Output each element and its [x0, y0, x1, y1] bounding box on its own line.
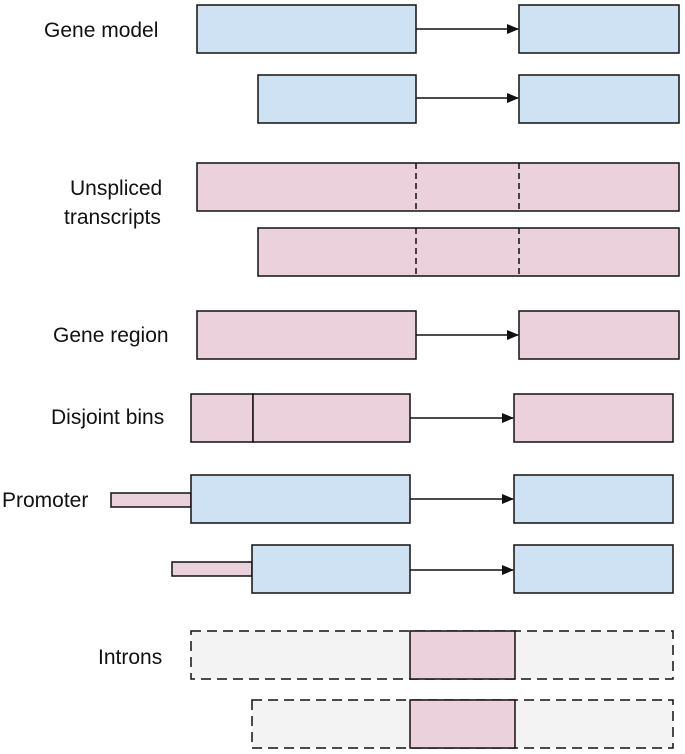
exon-1: [190, 474, 411, 524]
unspliced-transcript-2: [257, 227, 680, 277]
introns-transcript-1: [190, 630, 674, 680]
gene-model-transcript-2: [257, 74, 680, 124]
exon-2: [513, 474, 674, 524]
unspliced-block: [257, 227, 680, 277]
disjoint-bins-label: Disjoint bins: [51, 406, 164, 429]
bin-3: [513, 393, 674, 443]
bin-2: [252, 393, 411, 443]
introns-transcript-2: [251, 699, 674, 749]
promoter-transcript-2: [171, 544, 674, 594]
region-block-1: [196, 310, 417, 360]
promoter-region: [110, 492, 192, 508]
unspliced-label-line1: Unspliced: [70, 177, 162, 200]
promoter-transcript-1: [110, 474, 674, 524]
region-block-2: [518, 310, 680, 360]
unspliced-transcript-1: [196, 162, 680, 212]
unspliced-block: [196, 162, 680, 212]
disjoint-bins-row: [190, 393, 674, 443]
exon-1: [257, 74, 417, 124]
gene-region-label: Gene region: [53, 324, 169, 347]
introns-label: Introns: [98, 646, 162, 669]
exon-2: [518, 4, 680, 54]
intron-region: [409, 699, 516, 749]
gene-region-row: [196, 310, 680, 360]
unspliced-label-line2: transcripts: [64, 206, 161, 229]
intron-region: [409, 630, 516, 680]
exon-1: [251, 544, 411, 594]
exon-2: [518, 74, 680, 124]
bin-1: [190, 393, 254, 443]
promoter-label: Promoter: [2, 489, 88, 512]
exon-2: [513, 544, 674, 594]
promoter-region: [171, 561, 253, 577]
exon-1: [196, 4, 417, 54]
gene-model-transcript-1: [196, 4, 680, 54]
gene-model-label: Gene model: [44, 19, 158, 42]
